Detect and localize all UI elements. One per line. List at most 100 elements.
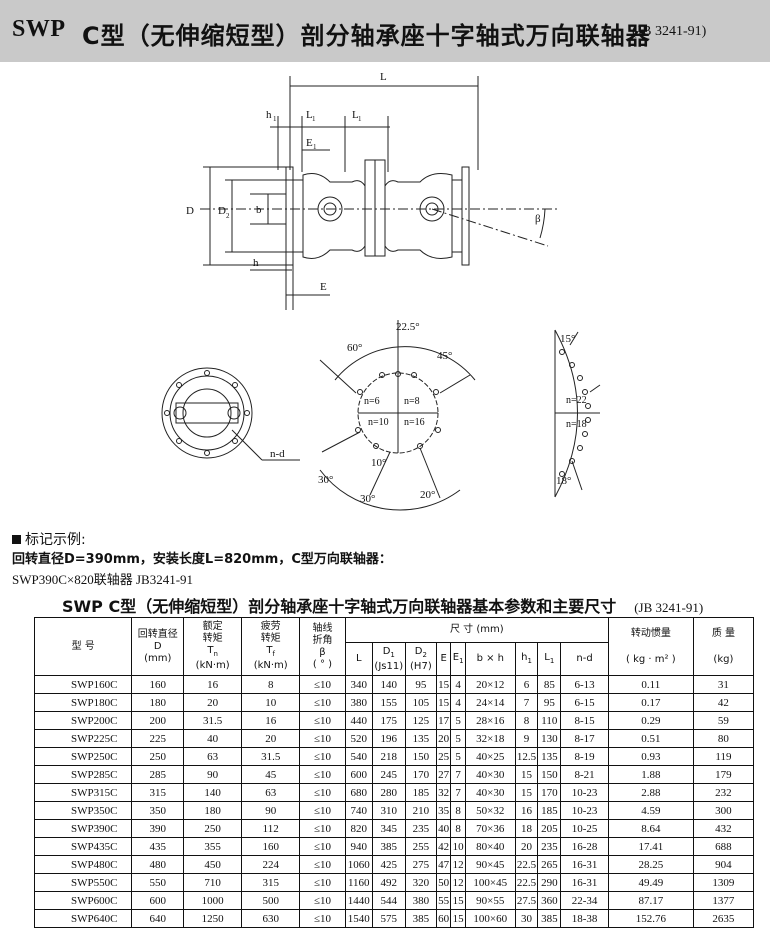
table-cell: 200	[131, 711, 185, 730]
table-cell: 265	[537, 855, 562, 874]
table-cell: 1440	[344, 891, 373, 910]
table-cell: 2.88	[607, 783, 694, 802]
table-cell: 28.25	[607, 855, 694, 874]
table-cell: 135	[404, 729, 437, 748]
table-cell: 10	[450, 837, 466, 856]
model-cell: SWP285C	[33, 765, 133, 784]
th-h1: h1	[514, 642, 539, 676]
table-cell: 2635	[692, 909, 755, 928]
dim-L1-sub: 1	[312, 115, 316, 123]
table-cell: 8	[241, 675, 301, 694]
table-cell: 16-31	[560, 873, 609, 892]
table-cell: 15	[514, 783, 539, 802]
nd-label: n-d	[270, 448, 285, 460]
model-cell: SWP350C	[33, 801, 133, 820]
table-cell: 5	[450, 729, 466, 748]
table-cell: 9	[514, 729, 539, 748]
n8-label: n=8	[404, 396, 420, 407]
table-cell: 320	[404, 873, 437, 892]
table-cell: 90×45	[464, 855, 516, 874]
table-cell: 30	[514, 909, 539, 928]
table-cell: 8-17	[560, 729, 609, 748]
table-cell: ≤10	[299, 837, 346, 856]
table-cell: 680	[344, 783, 373, 802]
table-cell: 8	[450, 819, 466, 838]
n22-label: n=22	[566, 395, 587, 406]
angle-10-label: 10°	[371, 457, 386, 469]
table-cell: 140	[371, 675, 406, 694]
table-cell: 820	[344, 819, 373, 838]
table-cell: 1160	[344, 873, 373, 892]
table-cell: 5	[450, 711, 466, 730]
table-cell: 152.76	[607, 909, 694, 928]
title-standard: (JB 3241-91)	[632, 24, 707, 39]
model-cell: SWP160C	[33, 675, 133, 694]
dim-L1b-label: L	[352, 109, 359, 121]
table-cell: 63	[241, 783, 301, 802]
table-cell: 340	[344, 675, 373, 694]
model-cell: SWP315C	[33, 783, 133, 802]
th-mass: 质 量(kg)	[692, 617, 755, 676]
square-bullet-icon	[12, 535, 21, 544]
table-cell: 55	[435, 891, 452, 910]
table-cell: 544	[371, 891, 406, 910]
table-cell: 0.93	[607, 747, 694, 766]
table-cell: 4.59	[607, 801, 694, 820]
table-cell: 1060	[344, 855, 373, 874]
dim-E1-sub: 1	[313, 143, 317, 151]
table-cell: 20	[435, 729, 452, 748]
table-cell: 492	[371, 873, 406, 892]
model-cell: SWP640C	[33, 909, 133, 928]
dim-h1-label: h	[266, 109, 272, 121]
th-E1: E1	[450, 642, 466, 676]
dim-h-label: h	[253, 257, 259, 269]
table-cell: 205	[537, 819, 562, 838]
table-cell: 20	[183, 693, 243, 712]
table-cell: 20	[514, 837, 539, 856]
table-cell: 435	[131, 837, 185, 856]
table-cell: 60	[435, 909, 452, 928]
table-cell: 70×36	[464, 819, 516, 838]
table-cell: 310	[371, 801, 406, 820]
model-cell: SWP250C	[33, 747, 133, 766]
table-cell: ≤10	[299, 909, 346, 928]
table-cell: 630	[241, 909, 301, 928]
table-cell: 15	[514, 765, 539, 784]
table-cell: 63	[183, 747, 243, 766]
side-view-labels: L h 1 L 1 E 1 L 1 D D 2 b β h E	[186, 71, 541, 293]
table-cell: 385	[404, 909, 437, 928]
model-cell: SWP200C	[33, 711, 133, 730]
table-cell: 904	[692, 855, 755, 874]
table-cell: 31	[692, 675, 755, 694]
table-cell: 600	[131, 891, 185, 910]
th-D2: D2(H7)	[404, 642, 437, 676]
table-cell: 7	[514, 693, 539, 712]
table-cell: 1377	[692, 891, 755, 910]
table-cell: 112	[241, 819, 301, 838]
table-cell: ≤10	[299, 693, 346, 712]
table-cell: 350	[131, 801, 185, 820]
table-cell: 110	[537, 711, 562, 730]
table-cell: 550	[131, 873, 185, 892]
table-cell: 1309	[692, 873, 755, 892]
dim-L1b-sub: 1	[358, 115, 362, 123]
title-prefix: SWP	[12, 16, 66, 42]
table-standard: (JB 3241-91)	[634, 600, 704, 615]
table-cell: 8	[514, 711, 539, 730]
table-cell: 15	[435, 693, 452, 712]
table-cell: ≤10	[299, 855, 346, 874]
table-cell: 20	[241, 729, 301, 748]
table-cell: 218	[371, 747, 406, 766]
table-cell: 15	[435, 675, 452, 694]
table-cell: 290	[537, 873, 562, 892]
table-cell: 5	[450, 747, 466, 766]
table-cell: 710	[183, 873, 243, 892]
table-cell: 100×60	[464, 909, 516, 928]
table-cell: 425	[371, 855, 406, 874]
th-E: E	[435, 642, 452, 676]
table-cell: 380	[404, 891, 437, 910]
table-cell: 17	[435, 711, 452, 730]
table-cell: 170	[404, 765, 437, 784]
model-cell: SWP480C	[33, 855, 133, 874]
table-cell: 50×32	[464, 801, 516, 820]
